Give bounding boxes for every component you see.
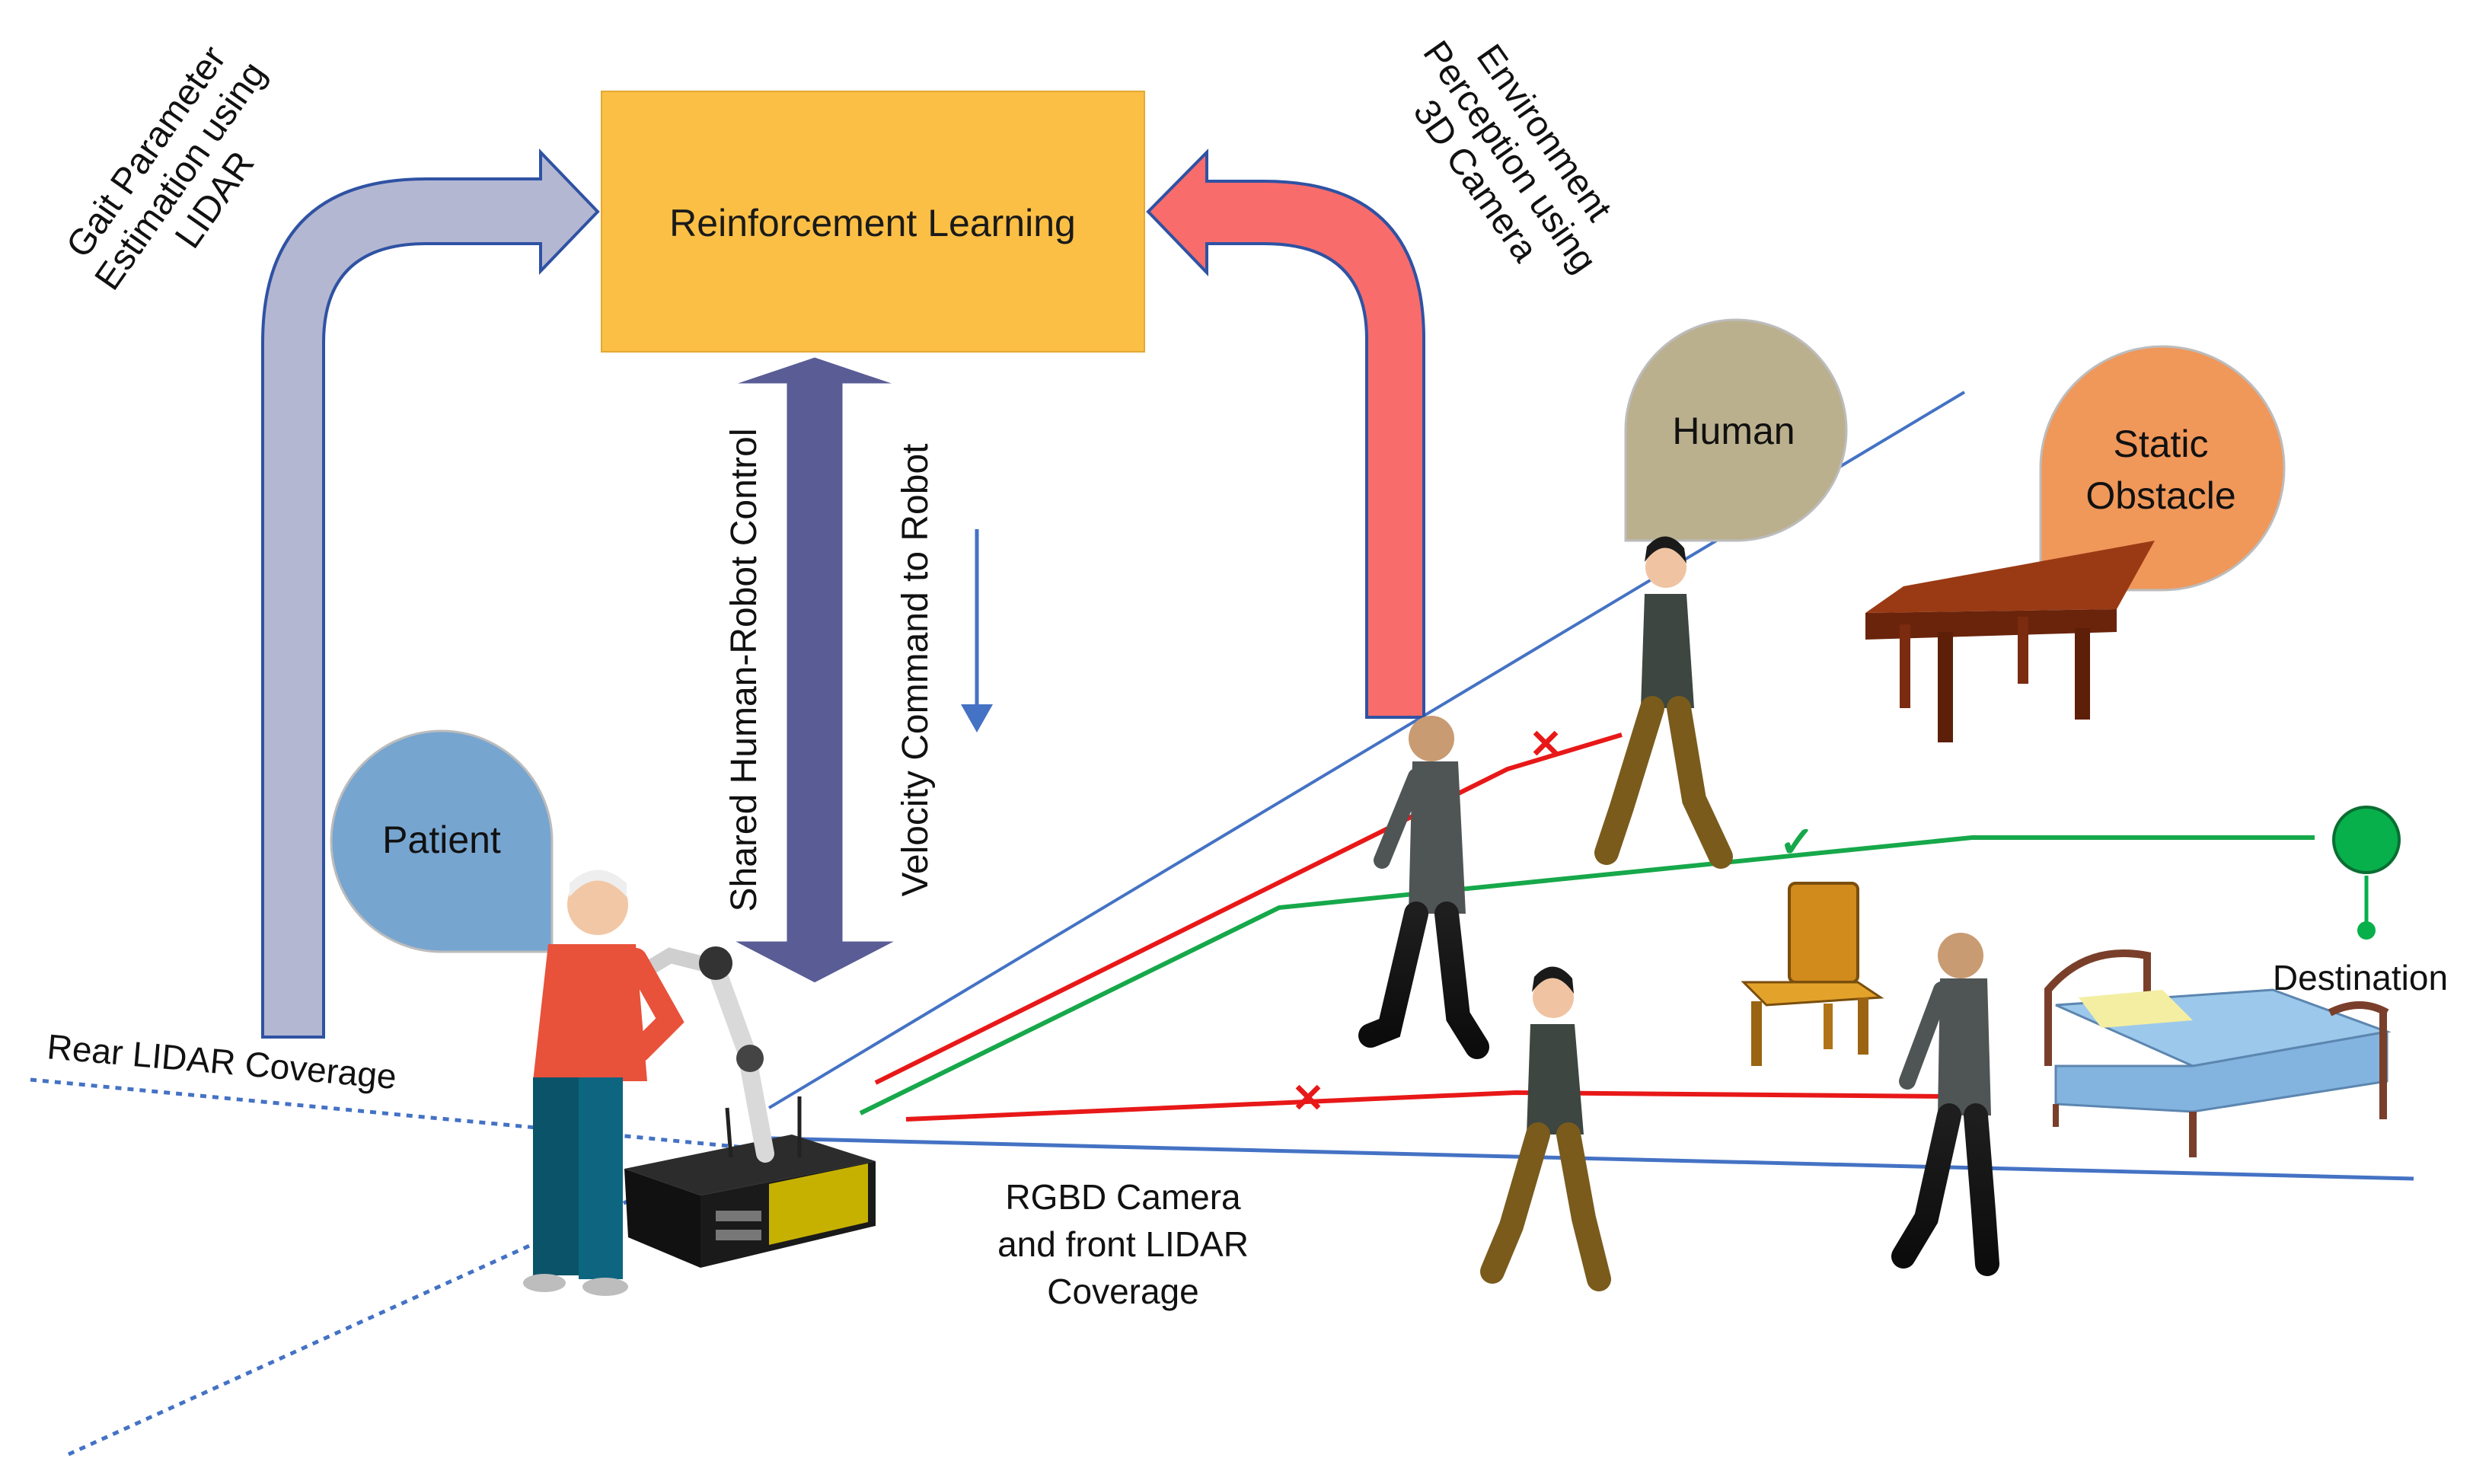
rejected-path-lower bbox=[905, 1090, 1950, 1122]
pedestrian-woman-1 bbox=[1594, 536, 1733, 869]
front-coverage-label: RGBD Camera and front LIDAR Coverage bbox=[997, 1177, 1249, 1311]
reinforcement-learning-label: Reinforcement Learning bbox=[669, 202, 1076, 244]
gait-parameter-arrow bbox=[261, 148, 600, 1039]
accepted-path bbox=[859, 835, 2315, 1115]
bed-obstacle bbox=[2044, 949, 2392, 1157]
reject-mark-lower: ✕ bbox=[1291, 1077, 1325, 1121]
velocity-down-arrow bbox=[961, 529, 993, 732]
destination-label: Destination bbox=[2273, 958, 2448, 997]
front-coverage-lower-line bbox=[768, 1136, 2414, 1181]
patient-bubble: Patient bbox=[330, 729, 554, 953]
patient-figure bbox=[523, 870, 684, 1296]
rear-coverage-dotted-line-upper bbox=[30, 1077, 770, 1152]
svg-text:Obstacle: Obstacle bbox=[2085, 474, 2235, 517]
chair-obstacle bbox=[1741, 882, 1884, 1066]
accept-mark: ✓ bbox=[1779, 818, 1815, 866]
svg-text:and front LIDAR: and front LIDAR bbox=[997, 1224, 1249, 1264]
environment-label: Environment Perception using 3D Camera bbox=[1406, 34, 1619, 279]
pedestrian-elderly-man-2 bbox=[1891, 933, 1999, 1276]
rear-lidar-coverage-label: Rear LIDAR Coverage bbox=[46, 1026, 398, 1096]
environment-perception-arrow bbox=[1146, 148, 1425, 719]
svg-text:RGBD Camera: RGBD Camera bbox=[1005, 1177, 1241, 1217]
static-obstacle-bubble: Static Obstacle bbox=[2039, 345, 2286, 592]
destination-marker: Destination bbox=[2273, 806, 2448, 997]
svg-text:Coverage: Coverage bbox=[1047, 1272, 1198, 1311]
shared-control-label: Shared Human-Robot Control bbox=[724, 429, 764, 912]
svg-text:Static: Static bbox=[2113, 423, 2208, 465]
reinforcement-learning-box bbox=[601, 91, 1145, 353]
velocity-command-label: Velocity Command to Robot bbox=[895, 444, 936, 897]
rejected-path-upper bbox=[874, 732, 1623, 1085]
pedestrian-woman-2 bbox=[1480, 966, 1611, 1291]
candidate-paths: ✕ ✓ ✕ bbox=[859, 723, 2315, 1122]
shared-control-double-arrow bbox=[730, 355, 899, 985]
pedestrian-elderly-man-1 bbox=[1358, 716, 1489, 1059]
table-obstacle bbox=[1865, 541, 2155, 742]
reject-mark-upper: ✕ bbox=[1529, 723, 1562, 767]
human-bubble: Human bbox=[1624, 318, 1848, 542]
human-label: Human bbox=[1672, 410, 1795, 452]
destination-dot bbox=[2332, 806, 2401, 874]
patient-label: Patient bbox=[382, 819, 501, 861]
